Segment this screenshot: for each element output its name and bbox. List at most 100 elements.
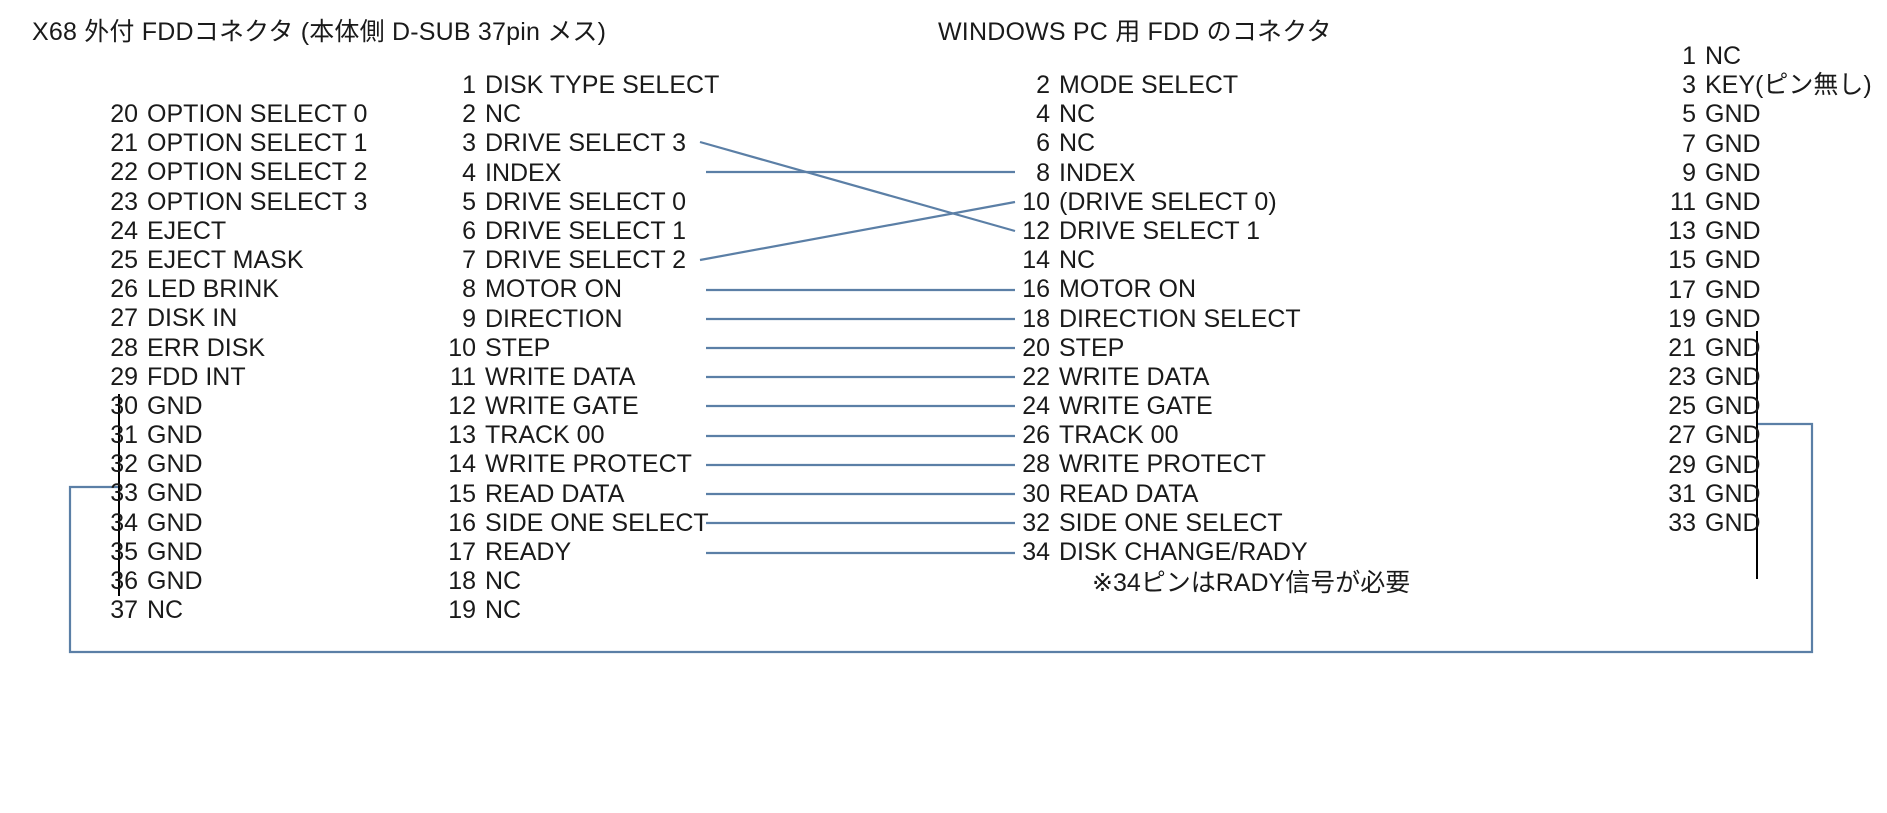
pin-label: WRITE GATE — [485, 392, 639, 421]
pin-label: KEY(ピン無し) — [1705, 71, 1872, 100]
pin-label: DRIVE SELECT 0 — [485, 187, 687, 216]
pin-number: 11 — [1670, 187, 1696, 216]
pin-label: DRIVE SELECT 3 — [485, 129, 687, 158]
pin-label: GND — [1705, 333, 1761, 362]
pin-number: 19 — [1668, 304, 1696, 333]
pin-number: 33 — [110, 479, 138, 508]
pin-label: TRACK 00 — [485, 421, 605, 450]
pin-number: 30 — [110, 391, 138, 420]
pin-row: 8 INDEX — [1022, 159, 1308, 188]
pin-label: GND — [147, 537, 203, 566]
pin-label: (DRIVE SELECT 0) — [1059, 187, 1277, 216]
pin-number: 36 — [110, 567, 138, 595]
pin-number: 1 — [1682, 42, 1696, 70]
pin-label: GND — [1705, 363, 1761, 392]
pin-label: MOTOR ON — [485, 275, 623, 304]
pin-number: 3 — [462, 129, 476, 158]
pin-number: 7 — [1682, 129, 1696, 158]
pin-row: 9 DIRECTION — [448, 305, 719, 334]
pin-label: DIRECTION — [485, 304, 623, 333]
pin-label: DIRECTION SELECT — [1059, 304, 1301, 333]
pin-label: MODE SELECT — [1059, 71, 1239, 99]
pin-number: 2 — [462, 100, 476, 129]
pin-label: SIDE ONE SELECT — [1059, 508, 1283, 537]
pin-number: 1 — [462, 71, 476, 99]
rady-signal-note: ※34ピンはRADY信号が必要 — [1092, 569, 1411, 597]
pin-number: 14 — [448, 450, 476, 479]
pin-number: 16 — [1022, 275, 1050, 304]
pin-number: 13 — [1668, 217, 1696, 246]
pin-label: NC — [1059, 100, 1096, 129]
pin-row: 19 GND — [1668, 305, 1872, 334]
pin-label: GND — [1705, 479, 1761, 508]
pin-number: 11 — [450, 362, 476, 391]
pin-number: 21 — [110, 129, 138, 158]
pin-label: GND — [147, 508, 203, 537]
pin-label: INDEX — [1059, 158, 1136, 187]
pin-label: DISK TYPE SELECT — [485, 71, 720, 99]
pin-label: NC — [1059, 129, 1096, 158]
pin-label: WRITE DATA — [1059, 362, 1210, 391]
pin-number: 29 — [1668, 450, 1696, 479]
pin-number: 21 — [1668, 333, 1696, 362]
pin-number: 34 — [110, 508, 138, 537]
pin-row: 13 TRACK 00 — [448, 421, 719, 450]
pin-row: 34 GND — [110, 509, 367, 538]
pin-number: 10 — [1022, 187, 1050, 216]
pin-number: 26 — [1022, 421, 1050, 450]
pin-number: 22 — [1022, 362, 1050, 391]
pin-label: GND — [147, 421, 203, 450]
pin-number: 7 — [462, 246, 476, 275]
pin-number: 8 — [1036, 158, 1050, 187]
pin-label: NC — [1059, 246, 1096, 275]
pin-number: 37 — [110, 596, 138, 625]
pin-number: 28 — [110, 333, 138, 362]
pin-number: 31 — [110, 421, 138, 450]
pin-number: 14 — [1022, 246, 1050, 275]
left-connector-title: X68 外付 FDDコネクタ (本体側 D-SUB 37pin メス) — [32, 18, 607, 46]
pin-number: 13 — [448, 421, 476, 450]
pin-row: 3 DRIVE SELECT 3 — [448, 129, 719, 158]
pin-label: GND — [1705, 275, 1761, 304]
pin-label: GND — [1705, 304, 1761, 333]
pin-label: READY — [485, 538, 572, 566]
pin-label: GND — [1705, 158, 1761, 187]
pin-label: OPTION SELECT 3 — [147, 187, 368, 216]
wire-7-to-10 — [699, 200, 1016, 262]
pin-label: OPTION SELECT 1 — [147, 129, 368, 158]
pin-label: EJECT — [147, 216, 227, 245]
pin-label: GND — [1705, 392, 1761, 421]
pin-label: INDEX — [485, 158, 562, 187]
pin-number: 22 — [110, 158, 138, 187]
pin-row: 21 OPTION SELECT 1 — [110, 129, 367, 158]
pin-number: 9 — [462, 304, 476, 333]
pin-number: 20 — [110, 100, 138, 128]
pin-label: GND — [1705, 100, 1761, 129]
